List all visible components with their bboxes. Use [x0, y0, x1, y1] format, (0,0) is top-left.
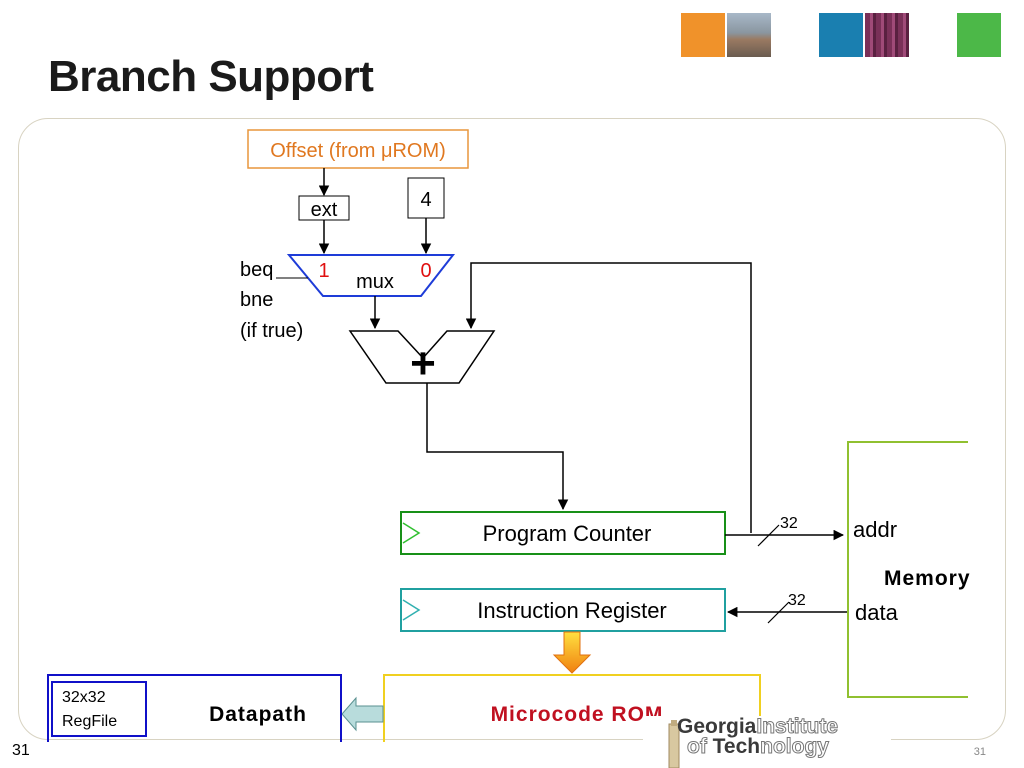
wire-pc-feedback [465, 262, 752, 533]
adder-symbol: + [410, 339, 436, 388]
logo-word-nology: nology [760, 735, 830, 758]
mux-input-1: 1 [318, 260, 329, 282]
offset-label: Offset (from μROM) [270, 140, 446, 162]
offset-box [247, 129, 469, 169]
cond-bne: bne [240, 289, 273, 311]
memory-addr-label: addr [853, 517, 897, 542]
ir-rom-arrow [552, 631, 592, 674]
rom-datapath-arrow [341, 696, 384, 732]
datapath-label: Datapath [209, 703, 307, 726]
microcode-rom-box [383, 674, 761, 742]
regfile-box [51, 681, 147, 737]
clock-trigger-icon [402, 522, 421, 544]
logo-square-blue [819, 13, 863, 57]
tech-tower-icon [668, 720, 680, 768]
datapath-box [47, 674, 342, 742]
page-title: Branch Support [48, 52, 374, 101]
memory-data-label: data [855, 600, 899, 625]
logo-word-tech: Tech [712, 735, 761, 758]
mux-input-0: 0 [420, 260, 431, 282]
logo-word-georgia: Georgia [677, 715, 757, 738]
regfile-line1: 32x32 [62, 689, 106, 706]
mux-shape [286, 254, 456, 297]
cond-if-true: (if true) [240, 320, 303, 342]
memory-label: Memory [884, 567, 971, 590]
logo-photo-campus [727, 13, 771, 57]
clock-trigger-icon [402, 599, 421, 621]
content-frame [18, 118, 1006, 740]
gt-logo: GeorgiaInstitute of Technology [643, 715, 891, 768]
const-four-box [407, 177, 445, 219]
program-counter-label: Program Counter [483, 521, 652, 546]
cond-beq: beq [240, 259, 273, 281]
program-counter-box [400, 511, 726, 555]
const-four-label: 4 [420, 189, 431, 211]
adder-shape [348, 330, 496, 384]
bus-slash-addr [757, 524, 780, 547]
instruction-register-box [400, 588, 726, 632]
wire-adder-pc [426, 383, 569, 511]
bus-width-data: 32 [788, 592, 806, 609]
bus-slash-data [767, 601, 790, 624]
slide-number-right: 31 [973, 746, 986, 758]
bus-width-addr: 32 [780, 515, 798, 532]
logo-word-institute: Institute [756, 715, 839, 738]
memory-box [847, 441, 968, 698]
logo-square-orange [681, 13, 725, 57]
mux-label: mux [356, 271, 394, 293]
slide-number-left: 31 [12, 742, 30, 759]
logo-photo-circuit [865, 13, 909, 57]
microcode-rom-label: Microcode ROM [491, 703, 664, 726]
regfile-line2: RegFile [62, 713, 117, 730]
logo-square-green [957, 13, 1001, 57]
ext-label: ext [311, 199, 338, 221]
logo-word-of: of [687, 735, 713, 758]
instruction-register-label: Instruction Register [477, 598, 667, 623]
